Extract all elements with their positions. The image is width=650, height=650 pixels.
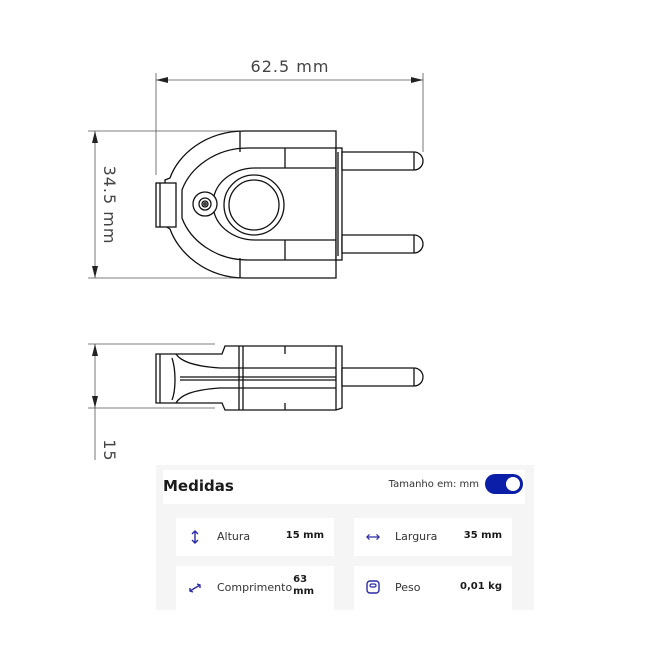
measurement-value: 63 mm: [293, 574, 314, 598]
diagonal-arrows-icon: [188, 581, 202, 595]
measurement-label: Comprimento: [217, 581, 293, 594]
horizontal-arrows-icon: [366, 530, 380, 544]
unit-toggle[interactable]: [485, 474, 523, 494]
measurement-value-unit: mm: [293, 586, 314, 597]
measurement-card-largura: Largura 35 mm: [354, 518, 512, 556]
measurement-label: Largura: [395, 530, 438, 543]
measurement-value: 0,01 kg: [460, 581, 502, 592]
plug-side-view: [155, 345, 424, 411]
measurement-card-peso: Peso 0,01 kg: [354, 566, 512, 610]
technical-drawing: 62.5 mm 34.5 mm 15 mm: [88, 57, 424, 460]
measurement-card-comprimento: Comprimento 63 mm: [176, 566, 334, 610]
measurement-label: Peso: [395, 581, 421, 594]
panel-title: Medidas: [163, 477, 234, 495]
height-dimension-label: 15 mm: [100, 439, 119, 460]
measurement-value: 35 mm: [463, 530, 502, 541]
weight-scale-icon: [366, 580, 380, 594]
vertical-arrows-icon: [188, 530, 202, 544]
measurements-panel: Medidas Tamanho em: mm Altura 15 mm Larg…: [156, 465, 534, 610]
measurement-label: Altura: [217, 530, 251, 543]
toggle-knob: [506, 477, 520, 491]
measurement-value-number: 63: [293, 574, 308, 585]
length-dimension-label: 62.5 mm: [251, 57, 330, 76]
measurement-card-altura: Altura 15 mm: [176, 518, 334, 556]
unit-label: Tamanho em: mm: [388, 479, 479, 490]
width-dimension-label: 34.5 mm: [100, 166, 119, 245]
panel-header: Medidas Tamanho em: mm: [163, 470, 525, 504]
plug-top-view: [155, 130, 424, 279]
measurement-value: 15 mm: [285, 530, 324, 541]
